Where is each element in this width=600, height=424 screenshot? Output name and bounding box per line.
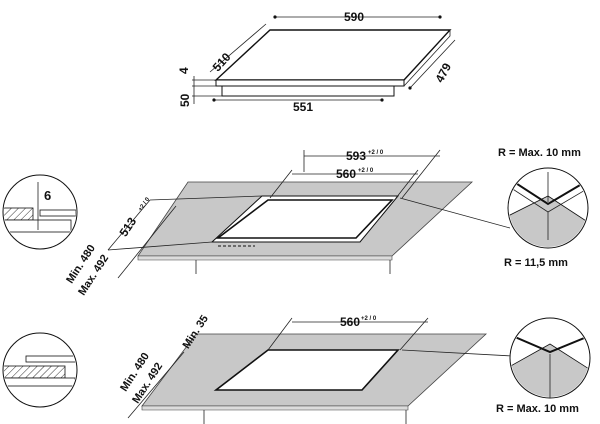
dim-479-label: 479	[432, 60, 454, 85]
dim-560a-ext-left	[269, 169, 293, 199]
corner-outer-label: R = Max. 10 mm	[498, 147, 581, 159]
corner-detail-flush: R = Max. 10 mm R = 11,5 mm	[498, 147, 589, 269]
dim-513-tol: +2 / 0	[138, 196, 152, 212]
hob-glass-right-edge	[403, 30, 451, 87]
dim-551-label: 551	[293, 100, 313, 114]
corner-standard-edge	[511, 333, 589, 354]
dim-593-tol: +2 / 0	[368, 150, 384, 156]
dim-590-end-left	[273, 15, 277, 19]
dim-480b-line	[127, 351, 185, 419]
standard-worktop	[4, 365, 66, 379]
dim-513-line	[107, 199, 151, 251]
dim-479-line	[409, 39, 456, 89]
dim-513-ext-bottom	[107, 241, 213, 251]
rebate-worktop-lower	[4, 219, 72, 233]
dim-593-ext-right	[401, 149, 441, 199]
dim-560b-ext-right	[399, 317, 429, 351]
hob-top-view: 590 510 479 4 50 551	[177, 10, 456, 114]
dim-560b-ext-left	[267, 317, 293, 351]
dim-590-label: 590	[344, 10, 364, 24]
dim-513-ext-top	[149, 195, 263, 201]
standard-worktop-lower	[4, 377, 76, 387]
dim-593-label: 593	[346, 149, 366, 163]
corner-standard-label: R = Max. 10 mm	[496, 403, 579, 415]
dim-560b-tol: +2 / 0	[361, 316, 377, 322]
standard-edge-detail	[2, 332, 78, 408]
dim-560a-label: 560	[336, 167, 356, 181]
corner-detail-standard: R = Max. 10 mm	[496, 317, 591, 415]
dim-50-label: 50	[178, 93, 192, 107]
dim-510-line	[209, 23, 267, 73]
dim-479-end	[408, 86, 412, 90]
dim-551-end-right	[380, 98, 384, 102]
rebate-detail: 6	[2, 174, 78, 250]
flush-leader-line	[399, 197, 511, 229]
hob-glass-edge	[215, 79, 405, 87]
cutout-flush-view: 593 +2 / 0 560 +2 / 0 513 +2 / 0 Min. 48…	[64, 149, 511, 298]
rebate-worktop	[4, 207, 34, 221]
dim-480-line	[117, 205, 177, 279]
hob-body	[221, 85, 395, 97]
cutout-standard-view: 560 +2 / 0 Min. 35 Min. 480 Max. 492	[118, 313, 513, 424]
worktop-flush-front	[137, 255, 393, 261]
dim-560a-tol: +2 / 0	[358, 168, 374, 174]
dim-590-end-right	[438, 15, 442, 19]
worktop-standard-front	[141, 405, 409, 411]
dim-560a-ext-right	[395, 169, 419, 199]
rebate-dim-label: 6	[44, 188, 51, 203]
dim-551-end-left	[212, 98, 216, 102]
hob-glass-top	[214, 29, 452, 81]
standard-leader-line	[401, 349, 513, 357]
cutout-flush-inner	[215, 199, 394, 239]
rebate-glass	[39, 209, 76, 217]
corner-edge-1	[509, 177, 587, 206]
cutout-standard-inner	[213, 349, 400, 391]
dim-560b-label: 560	[340, 315, 360, 329]
corner-inner-label: R = 11,5 mm	[504, 257, 568, 269]
standard-glass	[25, 355, 76, 363]
dim-4-label: 4	[177, 67, 191, 74]
